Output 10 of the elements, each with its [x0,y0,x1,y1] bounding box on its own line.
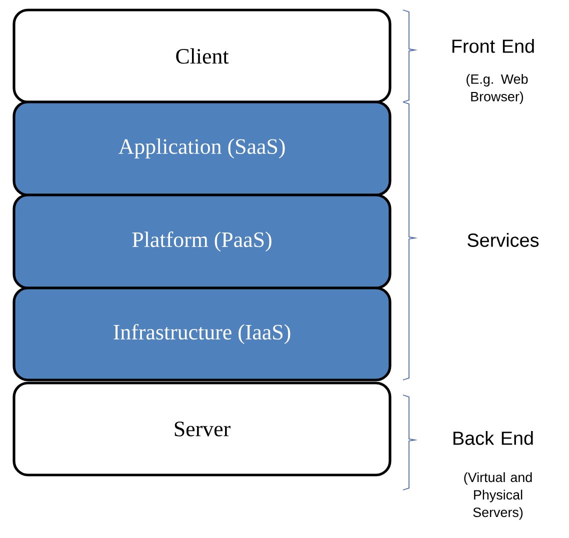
group-label: Front End [452,39,534,53]
group-label: Back End [454,431,533,445]
layer-box: Server [12,382,392,476]
group-note: (E.g. Web Browser) [466,74,528,104]
layer-box: Infrastructure (IaaS) [12,286,392,382]
layer-box: Client [12,8,392,104]
group-note: (Virtual and Physical Servers) [464,472,532,520]
layer-box: Platform (PaaS) [12,194,392,290]
group-label: Services [468,233,539,247]
layer-box: Application (SaaS) [12,100,392,196]
